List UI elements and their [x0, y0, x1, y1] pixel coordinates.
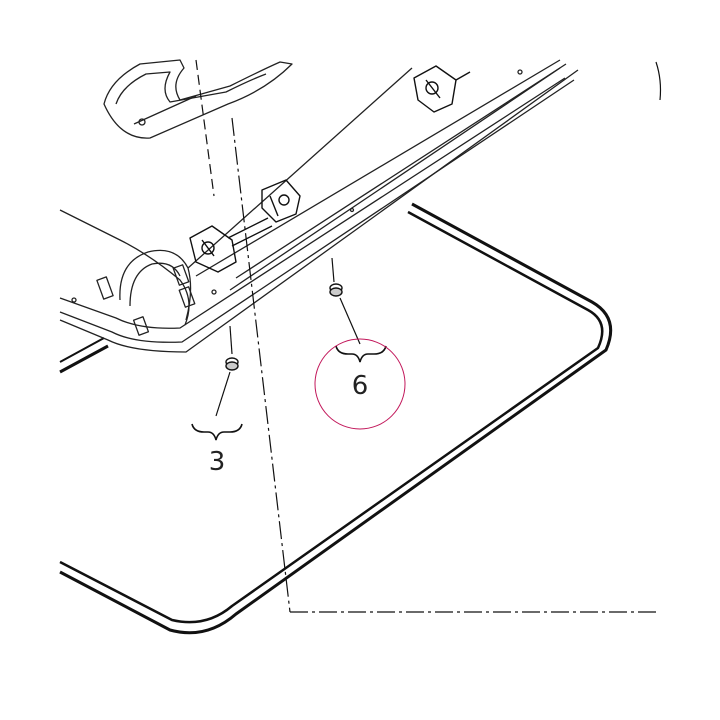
- device-housing: [59, 59, 579, 353]
- callout-highlight-circle: [314, 338, 406, 430]
- screw-a-icon: [215, 357, 239, 417]
- callout-brace-6: [335, 345, 387, 363]
- screw-b-icon: [329, 283, 361, 345]
- housing-handle: [103, 59, 293, 139]
- latch-clip-right: [413, 65, 471, 113]
- alignment-lines: [195, 59, 662, 613]
- callout-label-6: 6: [352, 371, 369, 401]
- latch-clip-left: [189, 179, 301, 273]
- callout-label-3: 3: [209, 447, 226, 477]
- panel-outline: [59, 202, 613, 635]
- callout-brace-3: [191, 423, 243, 441]
